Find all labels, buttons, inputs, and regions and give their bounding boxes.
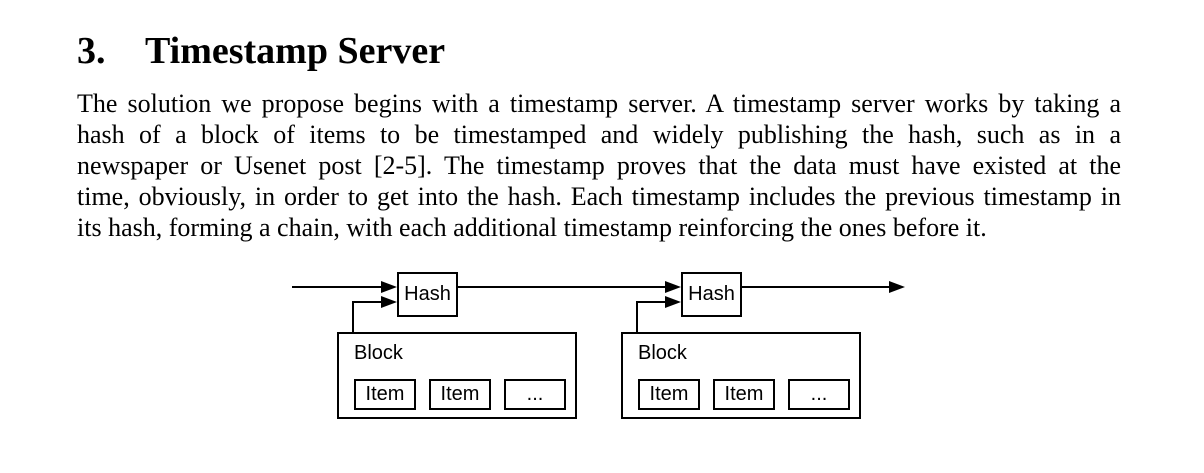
paragraph-line: hash of a block of items to be timestamp… (77, 120, 1121, 149)
paragraph-line: The solution we propose begins with a ti… (77, 89, 1121, 118)
item-box: Item (713, 379, 775, 410)
item-box: Item (638, 379, 700, 410)
hash-box-label: Hash (688, 283, 735, 305)
body-paragraph: The solution we propose begins with a ti… (77, 88, 1121, 243)
ellipsis-label: ... (810, 383, 828, 405)
item-label: Item (365, 383, 405, 405)
hash-box: Hash (397, 272, 458, 317)
hash-to-hash-arrowhead-icon (665, 281, 681, 293)
ellipsis-box: ... (788, 379, 850, 410)
hash-box-label: Hash (404, 283, 451, 305)
block-to-hash-arrowhead-icon (381, 296, 397, 308)
incoming-arrowhead-icon (381, 281, 397, 293)
item-label: Item (724, 383, 764, 405)
block-to-hash-connector-vline (352, 301, 354, 332)
item-label: Item (649, 383, 689, 405)
ellipsis-box: ... (504, 379, 566, 410)
section-title: Timestamp Server (145, 30, 446, 72)
paragraph-line: time, obviously, in order to get into th… (77, 182, 1121, 211)
block-label: Block (638, 342, 687, 364)
outgoing-arrow-line (742, 286, 889, 288)
hash-to-hash-arrow-line (458, 286, 665, 288)
block-box: Block Item Item ... (337, 332, 577, 419)
block-to-hash-connector-hline (352, 301, 381, 303)
block-to-hash-arrowhead-icon (665, 296, 681, 308)
hash-box: Hash (681, 272, 742, 317)
ellipsis-label: ... (526, 383, 544, 405)
block-to-hash-connector-hline (636, 301, 665, 303)
item-label: Item (440, 383, 480, 405)
block-to-hash-connector-vline (636, 301, 638, 332)
paragraph-line: newspaper or Usenet post [2-5]. The time… (77, 151, 1121, 180)
section-heading: 3. Timestamp Server (0, 29, 1204, 73)
item-box: Item (429, 379, 491, 410)
section-number: 3. (77, 30, 106, 72)
block-label: Block (354, 342, 403, 364)
block-box: Block Item Item ... (621, 332, 861, 419)
item-box: Item (354, 379, 416, 410)
paragraph-line: its hash, forming a chain, with each add… (77, 213, 987, 242)
outgoing-arrowhead-icon (889, 281, 905, 293)
incoming-arrow-line (292, 286, 381, 288)
